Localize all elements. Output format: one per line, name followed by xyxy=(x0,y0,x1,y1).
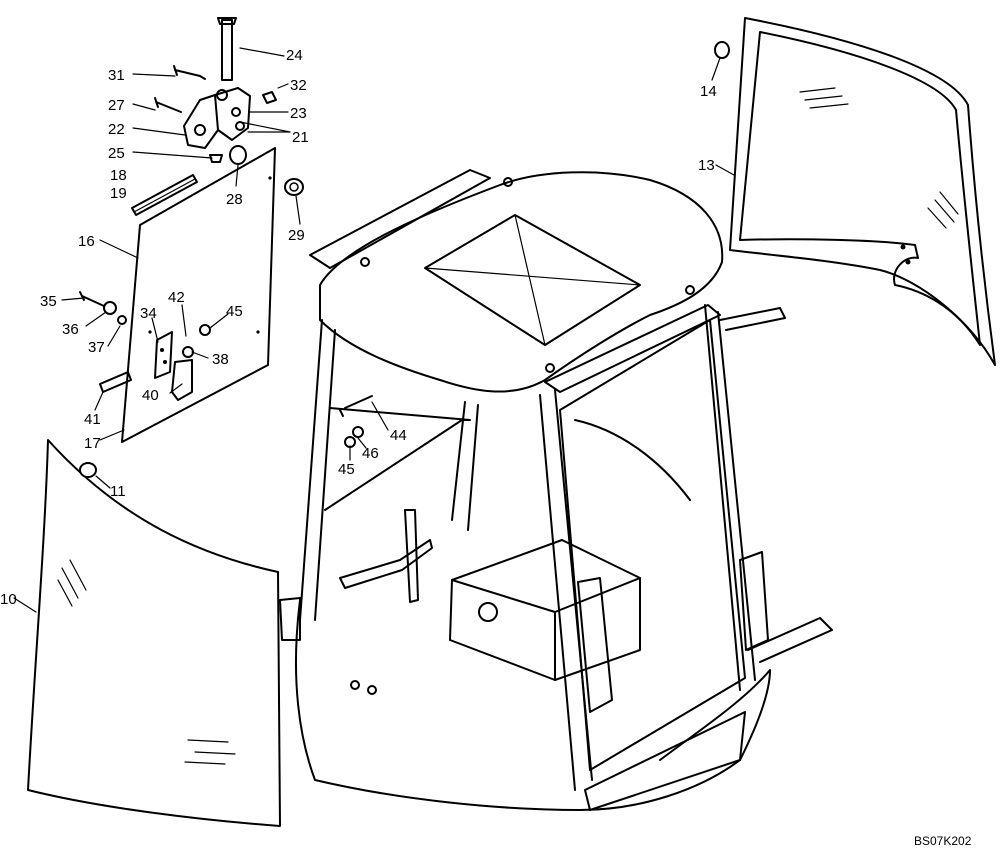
callout-labels: 24 31 32 27 23 22 21 25 28 18 19 29 16 3… xyxy=(0,47,717,608)
leader-lines xyxy=(13,47,735,613)
callout-11: 11 xyxy=(110,483,126,500)
callout-31: 31 xyxy=(108,67,125,84)
hinge-assembly xyxy=(154,17,304,196)
callout-29: 29 xyxy=(288,227,305,244)
callout-18: 18 xyxy=(110,167,127,184)
callout-42: 42 xyxy=(168,289,185,306)
callout-44: 44 xyxy=(390,427,407,444)
front-glass-panel xyxy=(27,439,281,827)
callout-45a: 45 xyxy=(226,303,243,320)
callout-40: 40 xyxy=(142,387,159,404)
callout-25: 25 xyxy=(108,145,125,162)
rear-glass-panel xyxy=(729,17,996,366)
callout-45b: 45 xyxy=(338,461,355,478)
door-panel xyxy=(121,147,276,443)
drawing-code: BS07K202 xyxy=(914,834,972,848)
callout-17: 17 xyxy=(84,435,101,452)
callout-32: 32 xyxy=(290,77,307,94)
callout-21: 21 xyxy=(292,129,309,146)
callout-38: 38 xyxy=(212,351,229,368)
callout-36: 36 xyxy=(62,321,79,338)
callout-41: 41 xyxy=(84,411,101,428)
callout-10: 10 xyxy=(0,591,17,608)
callout-13: 13 xyxy=(698,157,715,174)
callout-28: 28 xyxy=(226,191,243,208)
pad-14 xyxy=(714,41,730,59)
callout-22: 22 xyxy=(108,121,125,138)
callout-27: 27 xyxy=(108,97,125,114)
pad-11 xyxy=(79,462,97,478)
callout-34: 34 xyxy=(140,305,157,322)
callout-46: 46 xyxy=(362,445,379,462)
callout-35: 35 xyxy=(40,293,57,310)
callout-23: 23 xyxy=(290,105,307,122)
callout-37: 37 xyxy=(88,339,105,356)
callout-24: 24 xyxy=(286,47,303,64)
callout-19: 19 xyxy=(110,185,127,202)
latch-assembly xyxy=(79,291,211,401)
callout-14: 14 xyxy=(700,83,717,100)
callout-16: 16 xyxy=(78,233,95,250)
cab-body xyxy=(279,169,833,811)
